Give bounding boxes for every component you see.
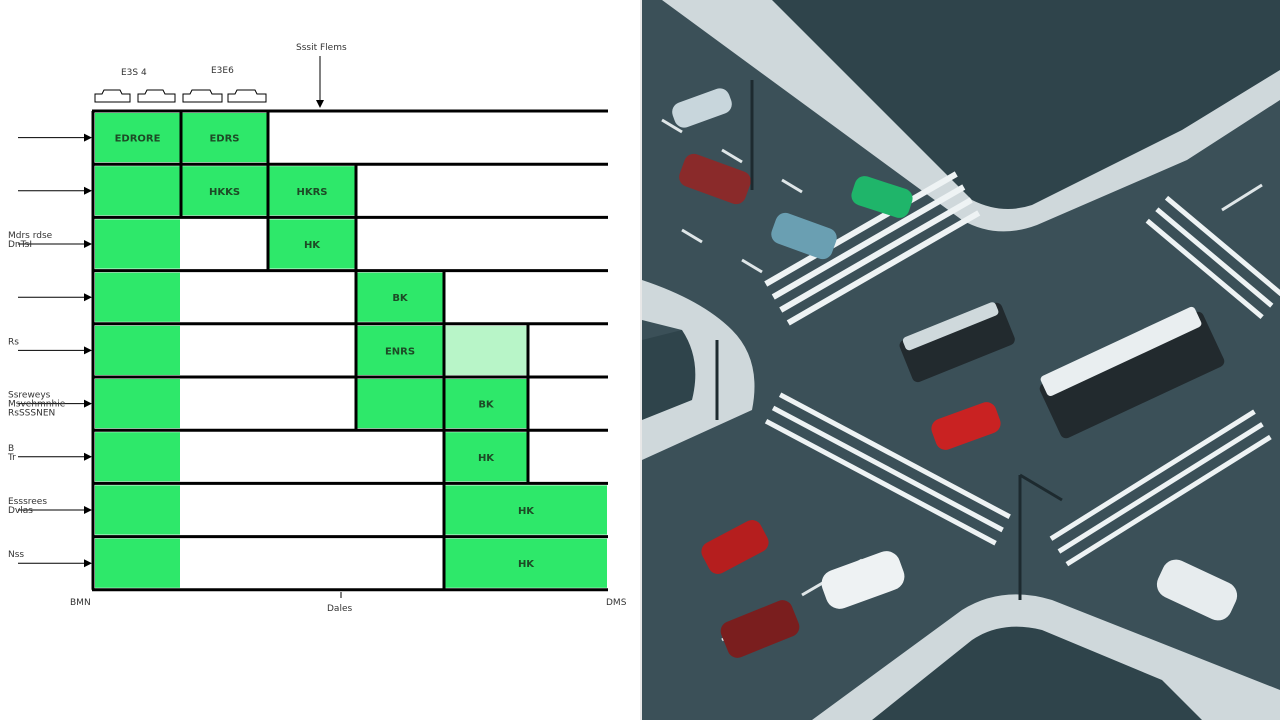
state-label: HK — [518, 559, 535, 570]
row-arrow-head — [84, 452, 92, 461]
crosswalk-bottom-left — [764, 392, 1011, 546]
bottom-label-center: Dales — [327, 604, 352, 614]
state-block — [269, 166, 355, 216]
top-label: Sssit Flems — [296, 43, 347, 53]
header-label-1: E3S 4 — [121, 68, 147, 78]
crosswalk-bottom-right — [1049, 409, 1272, 567]
building-block-left — [642, 330, 696, 420]
state-label: BK — [392, 293, 409, 304]
bus-right — [1039, 306, 1225, 439]
state-block — [357, 272, 443, 322]
state-block — [445, 538, 607, 588]
header-shapes — [94, 89, 267, 103]
state-block — [357, 379, 443, 429]
state-label: EDRS — [209, 134, 239, 145]
top-arrow-head — [316, 100, 324, 108]
state-label: HK — [478, 453, 495, 464]
intersection-photo — [642, 0, 1280, 720]
row-label: RsSSSNEN — [8, 409, 55, 419]
row-label: Msvehmnhie — [8, 400, 66, 410]
state-block — [445, 485, 607, 535]
header-label-2: E3E6 — [211, 66, 234, 76]
state-label: HK — [304, 240, 321, 251]
row-label: DnTsI — [8, 240, 32, 250]
car-white-bottom — [821, 551, 905, 609]
row-label: Mdrs rdse — [8, 231, 53, 241]
row-label: Nss — [8, 550, 24, 560]
state-block — [95, 325, 180, 375]
car-blue — [771, 212, 837, 260]
sidewalk-left — [642, 280, 755, 460]
state-label: EDRORE — [115, 134, 161, 145]
state-label: ENRS — [385, 346, 415, 357]
row-label: Ssreweys — [8, 391, 51, 401]
state-label: HKRS — [296, 187, 327, 198]
state-block — [95, 113, 180, 163]
state-block — [182, 113, 267, 163]
state-block — [445, 379, 527, 429]
sidewalk-bottom — [812, 594, 1280, 720]
state-block — [445, 432, 527, 482]
state-label: HK — [518, 506, 535, 517]
state-block — [95, 432, 180, 482]
car-white-right — [1156, 559, 1238, 621]
bottom-label-right: DMS — [606, 598, 627, 608]
state-block — [182, 166, 267, 216]
row-arrow-head — [84, 559, 92, 568]
car-green — [851, 176, 913, 218]
row-arrow-head — [84, 346, 92, 355]
diagram-grid: EDRORE EDRS HKKS HKRS HK BK ENRS BK HK HK HK — [91, 109, 608, 592]
state-block — [357, 325, 443, 375]
row-arrow-head — [84, 506, 92, 514]
state-label: BK — [478, 400, 495, 411]
bus-center — [899, 302, 1015, 383]
state-block — [269, 219, 355, 269]
state-block — [95, 272, 180, 322]
state-block — [95, 379, 180, 429]
state-label: HKKS — [209, 187, 240, 198]
car-red-center — [931, 402, 1001, 450]
state-block — [95, 485, 180, 535]
row-arrow-head — [84, 186, 92, 195]
state-block — [95, 538, 180, 588]
building-block-bottom — [872, 626, 1202, 720]
crosswalk-right — [1145, 195, 1280, 320]
sidewalk-top — [662, 0, 1280, 232]
car-white-top — [672, 88, 732, 128]
car-red-bottom — [701, 520, 769, 574]
panel-divider — [640, 0, 642, 720]
car-red-top — [679, 153, 751, 205]
row-label: Tr — [7, 453, 16, 463]
row-arrow-head — [84, 399, 92, 408]
state-block — [95, 166, 180, 216]
car-red-lower — [720, 600, 800, 658]
row-arrow-head — [84, 240, 92, 248]
row-label: Esssrees — [8, 497, 47, 507]
traffic-poles — [715, 80, 1063, 600]
state-block — [445, 325, 527, 375]
row-label: Rs — [8, 337, 19, 347]
row-arrow-head — [84, 293, 92, 302]
crosswalk-top — [764, 171, 981, 326]
row-arrow-head — [84, 133, 92, 142]
row-label: B — [8, 444, 14, 454]
row-label: Dvlas — [8, 506, 33, 516]
bottom-label-left: BMN — [70, 598, 91, 608]
state-block — [95, 219, 180, 269]
building-block-top — [772, 0, 1280, 209]
